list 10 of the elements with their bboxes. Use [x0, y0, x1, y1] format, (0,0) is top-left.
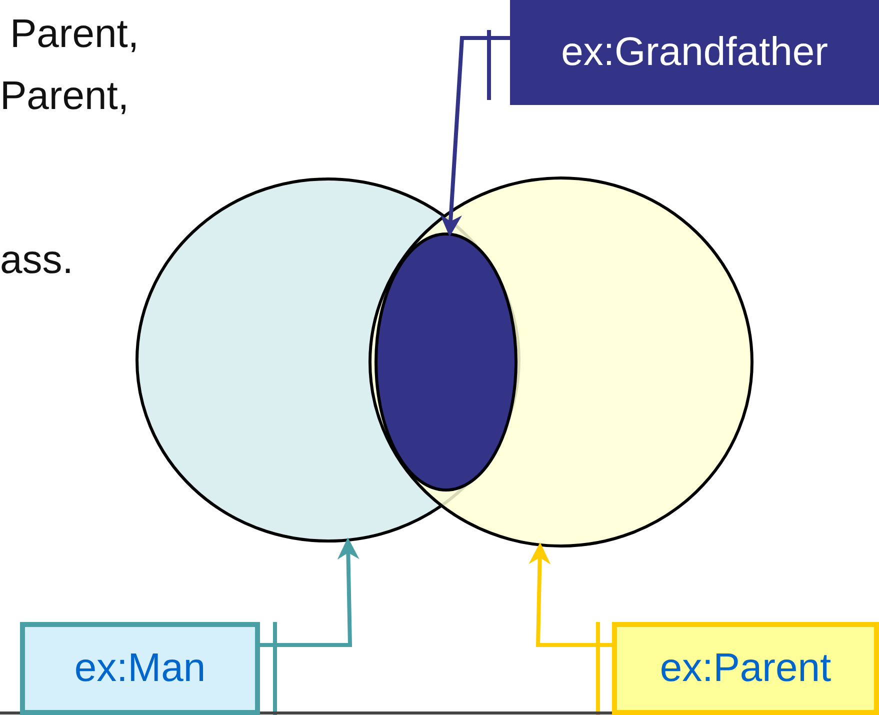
text-fragment: Parent, — [10, 14, 139, 54]
leader-arrow — [260, 537, 360, 715]
intersection-ellipse — [374, 232, 518, 492]
class-label: ex:Man — [20, 622, 260, 715]
class-label: ex:Parent — [612, 622, 879, 715]
class-label: ex:Grandfather — [510, 0, 879, 105]
leader-arrow — [528, 542, 612, 715]
text-fragment: Parent, — [0, 76, 129, 116]
leader-arrow — [440, 30, 510, 237]
text-fragment: ass. — [0, 240, 74, 280]
